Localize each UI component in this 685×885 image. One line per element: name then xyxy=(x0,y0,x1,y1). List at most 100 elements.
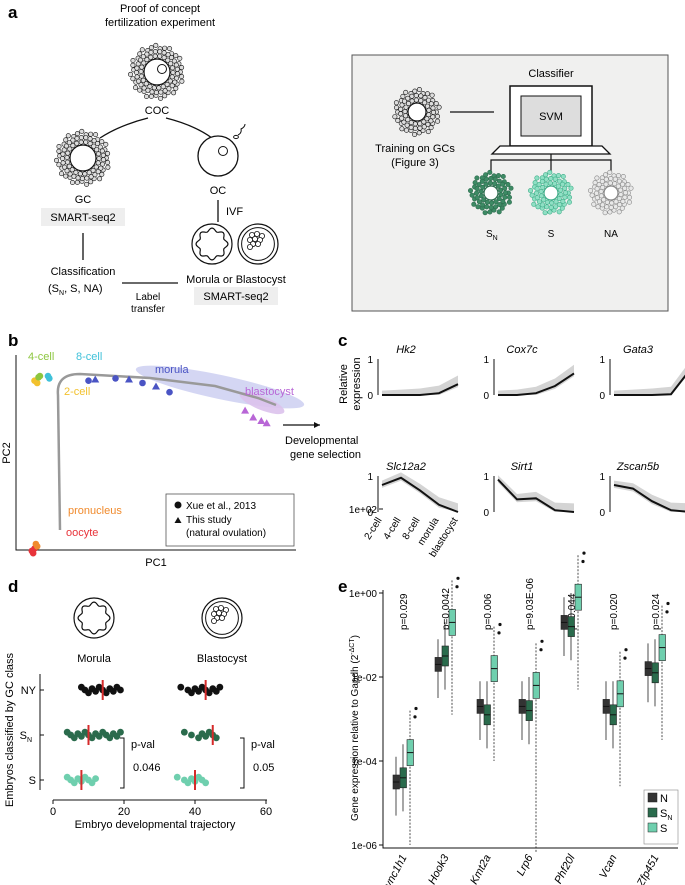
tick-1: 1 xyxy=(599,472,605,483)
c-ylabel-1: Relative xyxy=(338,364,350,404)
pca-legend-box xyxy=(165,493,295,547)
ivf-label: IVF xyxy=(226,206,243,218)
panel-e-label: e xyxy=(338,577,347,596)
pca-point-2-cell xyxy=(33,379,41,387)
title-line-1: Proof of concept xyxy=(120,3,200,15)
classifier-tree xyxy=(490,154,612,172)
classification-label: Classification xyxy=(51,266,116,278)
d-x-tick-label: 60 xyxy=(260,806,272,818)
label-transfer-2: transfer xyxy=(131,304,166,315)
gene-name-Sirt1: Sirt1 xyxy=(511,461,534,473)
outlier xyxy=(497,631,501,635)
pca-point-morula xyxy=(125,375,133,383)
panel-a: a Proof of concept fertilization experim… xyxy=(8,3,669,315)
d-blastocyst-label: Blastocyst xyxy=(197,653,247,665)
pca-point-oocyte xyxy=(29,549,37,557)
outlier xyxy=(666,601,670,606)
gene-category-label: Kmt2a xyxy=(468,853,494,885)
outlier xyxy=(498,622,502,627)
legend-swatch-N xyxy=(647,792,658,803)
embryo-smartseq-label: SMART-seq2 xyxy=(203,291,268,303)
p-value-label: p=0.029 xyxy=(399,593,410,630)
class-s-label: S xyxy=(548,229,555,240)
outlier xyxy=(540,639,544,643)
arrow-coc-oc xyxy=(165,117,213,139)
gene-name-Cox7c: Cox7c xyxy=(506,344,538,356)
legend-label-S: S xyxy=(660,823,667,835)
legend-swatch-S_N xyxy=(647,807,658,818)
profile-band xyxy=(382,375,458,395)
panel-e: e Gene expression relative to Gapdh (2-Δ… xyxy=(338,505,679,885)
tick-0: 0 xyxy=(483,391,489,402)
legend-label-S_N: SN xyxy=(660,808,672,822)
tick-0: 0 xyxy=(367,391,373,402)
legend-natural-ovulation: (natural ovulation) xyxy=(186,528,266,539)
embryo-smartseq-box xyxy=(194,287,278,305)
profile-line xyxy=(382,383,459,396)
d-xlabel: Embryo developmental trajectory xyxy=(75,819,236,831)
p-value-label: p=0.024 xyxy=(651,593,662,630)
training-label-2: (Figure 3) xyxy=(391,157,439,169)
legend-swatch-S xyxy=(647,822,658,833)
c-ylabel-2: expression xyxy=(351,357,363,410)
legend-label-N: N xyxy=(660,793,668,805)
class-sn-label: SN xyxy=(486,229,498,242)
tick-1: 1 xyxy=(483,355,489,366)
dot-blastocyst xyxy=(202,779,210,787)
gc-smartseq-box xyxy=(41,208,125,226)
e-ylabel: Gene expression relative to Gapdh (2-ΔCT… xyxy=(349,635,361,821)
classification-sub: (SN, S, NA) xyxy=(48,283,103,297)
panel-a-label: a xyxy=(8,3,18,22)
gene-category-label: Hook3 xyxy=(426,852,452,885)
pca-point-blastocyst xyxy=(257,416,266,424)
e-y-tick-label: 1e+02 xyxy=(349,505,378,516)
panel-d: d Morula Blastocyst Embryos classified b… xyxy=(4,577,275,831)
outlier xyxy=(413,715,417,719)
dot-blastocyst xyxy=(180,728,188,736)
dot-morula xyxy=(117,728,124,736)
gc-cell-icon xyxy=(53,128,111,187)
profile-line xyxy=(613,484,685,513)
coc-label: COC xyxy=(145,105,170,117)
profile-line xyxy=(497,478,575,513)
outlier xyxy=(665,610,669,614)
pca-point-blastocyst xyxy=(249,413,258,421)
pca-ylabel: PC2 xyxy=(1,442,13,463)
tick-1: 1 xyxy=(367,472,373,483)
tick-0: 0 xyxy=(367,508,373,519)
outlier xyxy=(539,648,543,652)
stage-label-pronucleus: pronucleus xyxy=(68,505,122,517)
dot-blastocyst xyxy=(173,773,181,781)
pval-label-blast: p-val xyxy=(251,739,275,751)
dot-blastocyst xyxy=(216,683,224,691)
legend-circle xyxy=(174,501,182,509)
class-sn-icon xyxy=(467,169,514,216)
dot-morula xyxy=(92,775,99,782)
blastocyst-cloud xyxy=(239,391,285,415)
d-x-tick-label: 0 xyxy=(50,806,56,818)
pval-label-morula: p-val xyxy=(131,739,155,751)
pca-xlabel: PC1 xyxy=(145,557,166,569)
gene-category-label: Lrp6 xyxy=(515,852,536,878)
stage-label-8cell: 8-cell xyxy=(76,351,102,363)
class-na-label: NA xyxy=(604,229,618,240)
morula-or-blastocyst-label: Morula or Blastocyst xyxy=(186,274,286,286)
class-na-icon xyxy=(587,169,634,216)
e-legend: N SNS xyxy=(643,789,679,845)
panel-b-label: b xyxy=(8,331,18,350)
pca-point-blastocyst xyxy=(241,406,250,414)
d-x-tick-label: 40 xyxy=(189,806,201,818)
stage-label-blastocyst: blastocyst xyxy=(245,386,294,398)
d-y-tick-label: NY xyxy=(21,685,37,697)
pval-blast: 0.05 xyxy=(253,762,274,774)
gene-selection-1: Developmental xyxy=(285,435,358,447)
p-value-label: p=0.0042 xyxy=(441,588,452,630)
pca-point-morula xyxy=(112,375,119,382)
gene-category-label: Phf20l xyxy=(552,852,577,885)
pca-axes xyxy=(15,355,296,551)
profile-line xyxy=(614,374,685,396)
